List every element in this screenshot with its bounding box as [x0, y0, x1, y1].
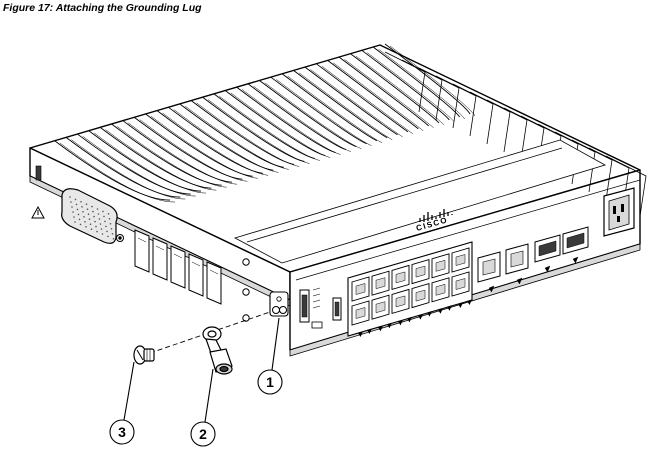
callout-1-number: 1: [266, 374, 274, 390]
grounding-lug: [203, 327, 232, 374]
mode-button: [312, 322, 322, 328]
power-inlet: [604, 188, 634, 236]
grounding-screw-holes: [270, 292, 288, 316]
grounding-screw: [134, 346, 154, 364]
status-label: [36, 166, 41, 180]
callout-3-number: 3: [118, 424, 126, 440]
callout-2-number: 2: [199, 426, 207, 442]
